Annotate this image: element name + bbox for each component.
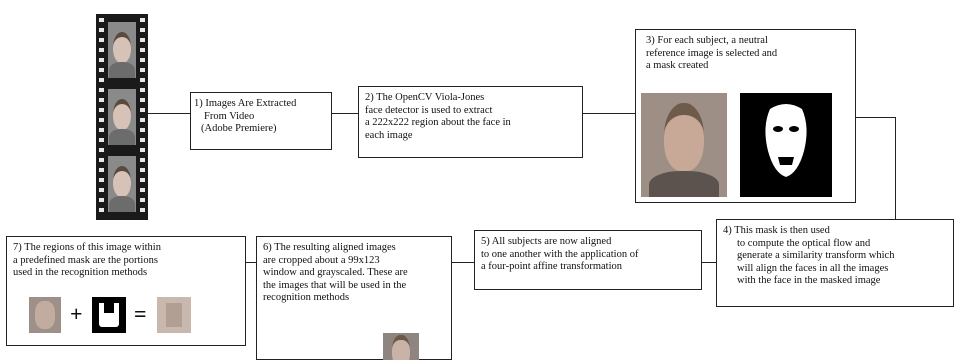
step-2-line-4: each image [365, 129, 413, 141]
film-perforation [99, 68, 104, 72]
film-perforation [99, 28, 104, 32]
film-perforation [99, 208, 104, 212]
step-5-box: 5) All subjects are now aligned to one a… [474, 230, 702, 290]
connector-step3-down [895, 117, 896, 219]
film-perforation [99, 178, 104, 182]
step-5-line-1: 5) All subjects are now aligned [481, 236, 612, 247]
film-perforation [140, 178, 145, 182]
film-perforation [140, 18, 145, 22]
step-3-line-1: 3) For each subject, a neutral [646, 35, 768, 46]
connector-step5-to-step6 [452, 262, 474, 263]
film-perforation [140, 188, 145, 192]
step-7-box: 7) The regions of this image within a pr… [6, 236, 246, 346]
step-6-line-5: recognition methods [263, 292, 350, 303]
film-perforation [140, 148, 145, 152]
film-strip [96, 14, 148, 220]
mask-shape-icon [765, 104, 807, 177]
film-perforation [140, 108, 145, 112]
step-6-line-2: are cropped about a 99x123 [263, 254, 380, 266]
step-4-line-1: 4) This mask is then used [723, 225, 830, 236]
step-2-line-2: face detector is used to extract [365, 104, 493, 116]
step-1-line-3: (Adobe Premiere) [201, 123, 277, 134]
step-3-box: 3) For each subject, a neutral reference… [635, 29, 856, 203]
film-perforation [99, 128, 104, 132]
film-perforation [99, 108, 104, 112]
film-perforation [140, 28, 145, 32]
film-perforation [140, 98, 145, 102]
face-mask-image [740, 93, 832, 197]
step-6-line-3: window and grayscaled. These are [263, 267, 408, 278]
step-4-line-3: generate a similarity transform which [737, 250, 895, 261]
step-4-line-5: with the face in the masked image [737, 275, 881, 286]
step-6-line-4: the images that will be used in the [263, 279, 407, 291]
connector-step3-right [856, 117, 896, 118]
film-perforation [99, 98, 104, 102]
connector-step4-to-step5 [702, 262, 716, 263]
film-perforation [99, 38, 104, 42]
film-perforation [99, 118, 104, 122]
recognition-mask-image [92, 297, 126, 333]
film-perforation [99, 78, 104, 82]
step-1-line-1: 1) Images Are Extracted [194, 98, 297, 109]
step-7-line-1: 7) The regions of this image within [13, 242, 161, 253]
film-perforation [140, 168, 145, 172]
step-7-line-3: used in the recognition methods [13, 267, 148, 278]
step-5-line-2: to one another with the application of [481, 248, 639, 260]
reference-face-photo [641, 93, 727, 197]
step-4-box: 4) This mask is then used to compute the… [716, 219, 954, 307]
step-1-box: 1) Images Are Extracted From Video (Adob… [190, 92, 332, 150]
film-perforation [99, 168, 104, 172]
film-perforation [99, 138, 104, 142]
film-perforation [140, 128, 145, 132]
step-6-line-1: 6) The resulting aligned images [263, 242, 396, 253]
step-6-box: 6) The resulting aligned images are crop… [256, 236, 452, 360]
step-2-box: 2) The OpenCV Viola-Jones face detector … [358, 86, 583, 158]
connector-step6-to-step7 [246, 262, 256, 263]
masked-face-result-image [157, 297, 191, 333]
step-7-line-2: a predefined mask are the portions [13, 254, 158, 266]
step-4-line-4: will align the faces in all the images [737, 262, 889, 274]
cropped-face-image [29, 297, 61, 333]
equals-operator: = [134, 301, 147, 326]
film-perforation [140, 78, 145, 82]
video-frame-1 [108, 22, 136, 78]
film-perforation [99, 198, 104, 202]
video-frame-3 [108, 156, 136, 212]
film-perforation [140, 88, 145, 92]
connector-step2-to-step3 [583, 113, 635, 114]
film-perforation [140, 38, 145, 42]
film-perforation [99, 158, 104, 162]
film-perforation [140, 208, 145, 212]
film-perforation [140, 58, 145, 62]
aligned-face-thumbnail [383, 333, 419, 360]
step-1-line-2: From Video [204, 110, 255, 122]
step-2-line-1: 2) The OpenCV Viola-Jones [365, 92, 485, 103]
step-3-line-2: reference image is selected and [646, 47, 778, 59]
film-perforation [140, 198, 145, 202]
step-4-line-2: to compute the optical flow and [737, 237, 871, 249]
film-perforation [99, 18, 104, 22]
film-perforation [140, 158, 145, 162]
film-perforation [99, 58, 104, 62]
step-5-line-3: a four-point affine transformation [481, 261, 623, 272]
film-perforation [99, 148, 104, 152]
video-frame-2 [108, 89, 136, 145]
plus-operator: + [70, 301, 83, 326]
film-perforation [140, 118, 145, 122]
film-perforation [140, 48, 145, 52]
film-perforation [140, 138, 145, 142]
film-perforation [140, 68, 145, 72]
connector-step1-to-step2 [332, 113, 358, 114]
film-perforation [99, 88, 104, 92]
step-2-line-3: a 222x222 region about the face in [365, 117, 511, 128]
film-perforation [99, 48, 104, 52]
connector-film-to-step1 [148, 113, 190, 114]
film-perforation [99, 188, 104, 192]
step-3-line-3: a mask created [646, 60, 709, 71]
